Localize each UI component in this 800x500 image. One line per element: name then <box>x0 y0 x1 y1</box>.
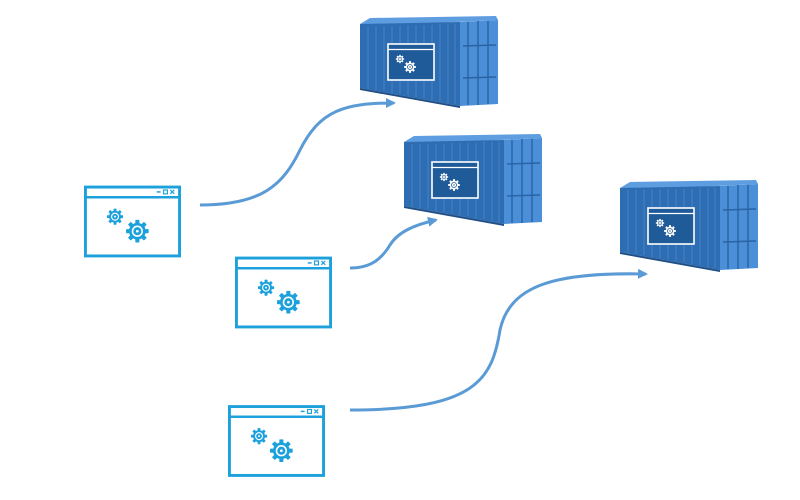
connection-arrow-1 <box>199 98 396 207</box>
app-window-1 <box>85 187 179 256</box>
shipping-container-2 <box>404 134 542 226</box>
app-window-2 <box>236 258 330 327</box>
app-window-3 <box>229 407 323 476</box>
shipping-container-1 <box>360 16 498 108</box>
connection-arrow-2 <box>349 216 438 270</box>
shipping-container-3 <box>620 180 758 272</box>
connection-arrow-3 <box>349 268 648 412</box>
